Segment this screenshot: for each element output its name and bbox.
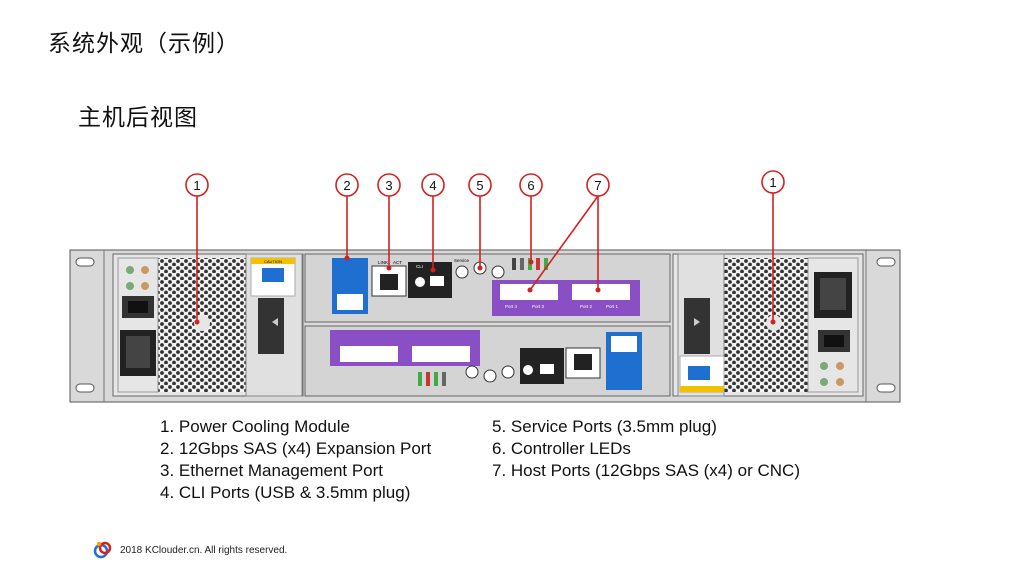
psu-led (820, 362, 828, 370)
callout-circle (377, 173, 401, 197)
controller-led (536, 258, 540, 270)
legend-item: 2. 12Gbps SAS (x4) Expansion Port (160, 439, 432, 458)
callout-circle (761, 170, 785, 194)
callout-number: 1 (193, 178, 200, 193)
psu-led (820, 378, 828, 386)
left-fan-hub (194, 315, 210, 331)
footer: 2018 KClouder.cn. All rights reserved. (92, 539, 287, 561)
callout-number: 7 (594, 178, 601, 193)
copyright-text: 2018 KClouder.cn. All rights reserved. (120, 544, 288, 556)
psu-led (836, 362, 844, 370)
legend-item: 1. Power Cooling Module (160, 417, 350, 436)
lower-controller (304, 325, 671, 397)
callout-number: 5 (476, 178, 483, 193)
slide-title: 系统外观（示例） (48, 31, 240, 57)
callout-circle (586, 173, 610, 197)
port-2-label: Port 2 (580, 304, 593, 309)
upper-controller: LINK ACT CLI Service Port 4 Port 3 Port … (304, 253, 671, 323)
link-label: LINK (378, 260, 388, 265)
legend-item: 7. Host Ports (12Gbps SAS (x4) or CNC) (492, 461, 800, 480)
callout-number: 1 (769, 175, 776, 190)
controller-led (442, 372, 446, 386)
legend-item: 5. Service Ports (3.5mm plug) (492, 417, 717, 436)
callout-leaders (196, 193, 774, 322)
rack-screw-slot (876, 383, 896, 393)
caution-label-text: CAUTION (264, 259, 282, 264)
host-port[interactable] (412, 346, 470, 362)
legend-left-column: 1. Power Cooling Module 2. 12Gbps SAS (x… (160, 416, 431, 504)
left-module-handle[interactable] (258, 298, 284, 354)
host-port[interactable] (340, 346, 398, 362)
right-fan-grille (720, 258, 808, 392)
callout-number: 6 (527, 178, 534, 193)
port-1-label: Port 1 (606, 304, 619, 309)
callout-number: 4 (429, 178, 436, 193)
psu-led (836, 378, 844, 386)
left-power-cooling-module: CAUTION (112, 253, 304, 397)
rack-screw-slot (876, 257, 896, 267)
rack-screw-slot (75, 257, 95, 267)
callout-circle (335, 173, 359, 197)
callout-endpoints (194, 255, 776, 325)
port-3-label: Port 3 (532, 304, 545, 309)
controller-led (418, 372, 422, 386)
rack-screw-slot (75, 383, 95, 393)
right-module-handle[interactable] (684, 298, 710, 354)
controller-led (434, 372, 438, 386)
legend-item: 6. Controller LEDs (492, 439, 631, 458)
act-label: ACT (393, 260, 402, 265)
right-power-cooling-module (672, 253, 864, 397)
lower-ethernet-port[interactable] (565, 347, 601, 379)
callout-number: 2 (343, 178, 350, 193)
service-port[interactable] (465, 365, 479, 379)
service-port[interactable] (483, 369, 497, 383)
controller-led (426, 372, 430, 386)
legend-item: 3. Ethernet Management Port (160, 461, 384, 480)
service-port[interactable] (455, 265, 469, 279)
service-port[interactable] (491, 265, 505, 279)
cli-label: CLI (416, 264, 423, 269)
host-port[interactable] (572, 284, 630, 300)
legend-item: 4. CLI Ports (USB & 3.5mm plug) (160, 483, 411, 502)
callout-number: 3 (385, 178, 392, 193)
callout-circle (519, 173, 543, 197)
controller-led (544, 258, 548, 270)
service-port[interactable] (501, 365, 515, 379)
callout-circles (185, 170, 785, 197)
psu-led (126, 266, 134, 274)
controller-led (520, 258, 524, 270)
controller-led (512, 258, 516, 270)
slide-subtitle: 主机后视图 (78, 105, 198, 131)
psu-led (141, 282, 149, 290)
callout-circle (468, 173, 492, 197)
psu-led (126, 282, 134, 290)
port-4-label: Port 4 (505, 304, 518, 309)
psu-led (141, 266, 149, 274)
legend-right-column: 5. Service Ports (3.5mm plug) 6. Control… (492, 416, 800, 482)
service-label: Service (454, 258, 470, 263)
kclouder-logo-icon (93, 541, 112, 559)
callout-circle (421, 173, 445, 197)
callout-circle (185, 173, 209, 197)
